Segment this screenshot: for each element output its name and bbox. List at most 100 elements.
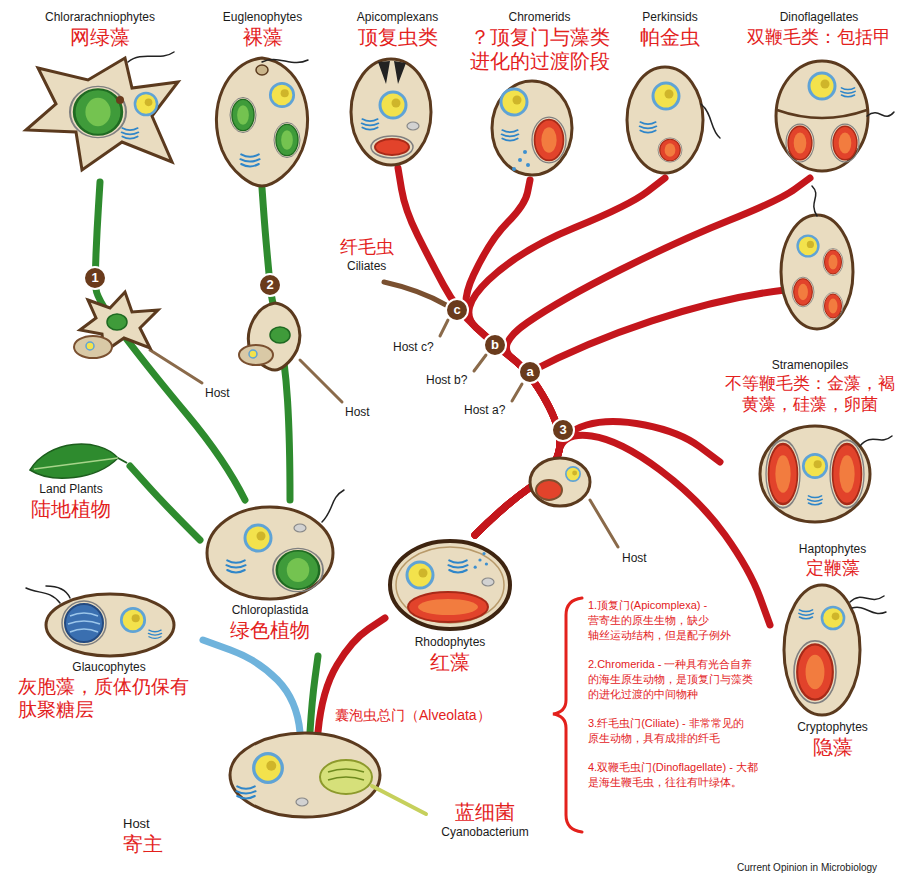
callout-circle <box>484 334 506 356</box>
euglenophyte-cell <box>274 122 300 157</box>
node-label: 红藻 <box>388 650 512 675</box>
lineage-line <box>475 435 770 625</box>
callout-number: b <box>484 334 506 356</box>
chlorarachniophyte-cell <box>128 52 174 62</box>
chromerid-cell <box>512 150 530 171</box>
host-leader-line <box>474 355 486 371</box>
green-secondary-cell-1 <box>74 292 158 358</box>
rhodophyte-cell <box>408 592 488 622</box>
apicomplexan-cell <box>407 122 419 130</box>
euglenophyte-cell <box>216 58 307 186</box>
node-label: Cyanobacterium <box>433 825 537 840</box>
text-label: Current Opinion in Microbiology <box>737 861 877 874</box>
tertiary-plastid-cell <box>823 249 843 276</box>
callout-number: 3 <box>552 419 574 441</box>
green-secondary-cell-2 <box>239 345 273 365</box>
euglenophyte-cell <box>256 65 268 75</box>
rhodophyte-cell <box>474 552 488 569</box>
chlorarachniophyte-cell <box>122 128 139 139</box>
organism-node: Glaucophytes灰胞藻，质体仍保有 肽聚糖层 <box>15 580 203 730</box>
stramenopile-cell <box>860 436 892 446</box>
organism-node: Perkinsids帕金虫 <box>622 8 718 178</box>
text-label: Host <box>345 405 370 420</box>
chlorarachniophyte-cell <box>116 96 124 104</box>
green-secondary-cell-2 <box>239 303 300 370</box>
secondary-endosymbiosis-cell <box>530 458 590 506</box>
lineage-line <box>203 640 300 732</box>
host-cell <box>320 760 372 794</box>
lineage-line <box>475 422 720 536</box>
dinoflagellate-cell <box>809 73 835 99</box>
note-list: 1.顶复门(Apicomplexa) - 营寄生的原生生物，缺少 轴丝运动结构，… <box>588 598 766 804</box>
text-label: Host b? <box>426 373 467 388</box>
group-label: 囊泡虫总门（Alveolata） <box>333 706 493 724</box>
glaucophyte-cell <box>26 586 174 656</box>
euglenophyte-cell <box>240 154 259 166</box>
glaucophyte-cell <box>62 601 106 645</box>
glaucophyte-cell <box>148 630 161 638</box>
node-label: 顶复虫类 <box>348 25 447 50</box>
apicomplexan-cell <box>380 92 406 118</box>
stramenopile-cell <box>760 426 870 522</box>
apicomplexan-cell <box>378 61 406 84</box>
glaucophyte-cell <box>46 586 70 598</box>
stramenopile-cell <box>760 426 892 522</box>
dinoflagellate-cell <box>841 88 855 97</box>
callout-number: a <box>519 361 541 383</box>
secondary-endosymbiosis-cell <box>530 458 590 506</box>
chloroplastida-cell <box>322 490 344 522</box>
haptophyte-cryptophyte-cell <box>822 607 844 629</box>
tertiary-branch-line <box>530 290 785 372</box>
dinoflagellate-cell <box>831 124 859 162</box>
apicomplexan-cell <box>351 59 431 165</box>
node-label: 定鞭藻 <box>773 557 892 579</box>
glaucophyte-cell <box>121 608 144 631</box>
cyanobacterium-leader <box>372 786 426 814</box>
alveolata-bracket <box>553 598 582 832</box>
glaucophyte-cell <box>68 613 100 632</box>
haptophyte-cryptophyte-cell <box>784 585 860 715</box>
host-leader-line <box>590 500 618 547</box>
organism-node: Chloroplastida绿色植物 <box>200 500 340 656</box>
node-label: Host <box>123 816 382 832</box>
text-label: Ciliates <box>347 259 386 274</box>
chloroplastida-cell <box>207 507 333 599</box>
note-text: 3.纤毛虫门(Ciliate) - 非常常见的 原生动物，具有成排的纤毛 <box>588 716 766 746</box>
cyanobacterium-leader <box>372 786 426 814</box>
host-cell <box>230 733 380 817</box>
organism-node: Chromerids？顶复门与藻类 进化的过渡阶段 <box>462 8 617 180</box>
ciliate-line <box>384 282 446 305</box>
dinoflagellate-cell <box>776 61 868 171</box>
node-label: Glaucophytes <box>18 660 200 675</box>
node-label: 隐藻 <box>773 735 892 760</box>
callout-number: c <box>446 299 468 321</box>
text-label: Host <box>205 386 230 401</box>
euglenophyte-cell <box>216 58 308 186</box>
callout-number: 2 <box>259 274 281 296</box>
organism-node: 蓝细菌Cyanobacterium <box>430 800 540 850</box>
text-label: Host <box>622 551 647 566</box>
green-secondary-cell-2 <box>249 350 257 358</box>
glaucophyte-cell <box>46 594 174 656</box>
node-label: 帕金虫 <box>625 25 715 50</box>
green-secondary-cell-1 <box>107 314 127 330</box>
land-plant-leaf <box>30 444 127 478</box>
organism-node: Rhodophytes红藻 <box>385 535 515 680</box>
dinoflagellate-cell <box>867 112 894 116</box>
stramenopile-cell <box>766 440 800 508</box>
node-label: 裸藻 <box>203 25 322 50</box>
chloroplastida-cell <box>273 548 323 591</box>
chloroplastida-cell <box>245 525 271 551</box>
tertiary-plastid-cell <box>792 277 814 307</box>
secondary-endosymbiosis-cell <box>536 480 562 500</box>
node-label: 陆地植物 <box>15 497 127 522</box>
organism-node: Dinoflagellates双鞭毛类：包括甲 <box>740 8 898 178</box>
tertiary-plastid-cell <box>781 186 853 329</box>
node-label: Chlorarachniophytes <box>18 10 182 25</box>
rhodophyte-cell <box>390 541 510 629</box>
apicomplexan-cell <box>351 59 431 165</box>
haptophyte-cryptophyte-cell <box>852 607 886 613</box>
chromerid-cell <box>501 89 527 115</box>
node-label: 双鞭毛类：包括甲 <box>743 26 895 48</box>
